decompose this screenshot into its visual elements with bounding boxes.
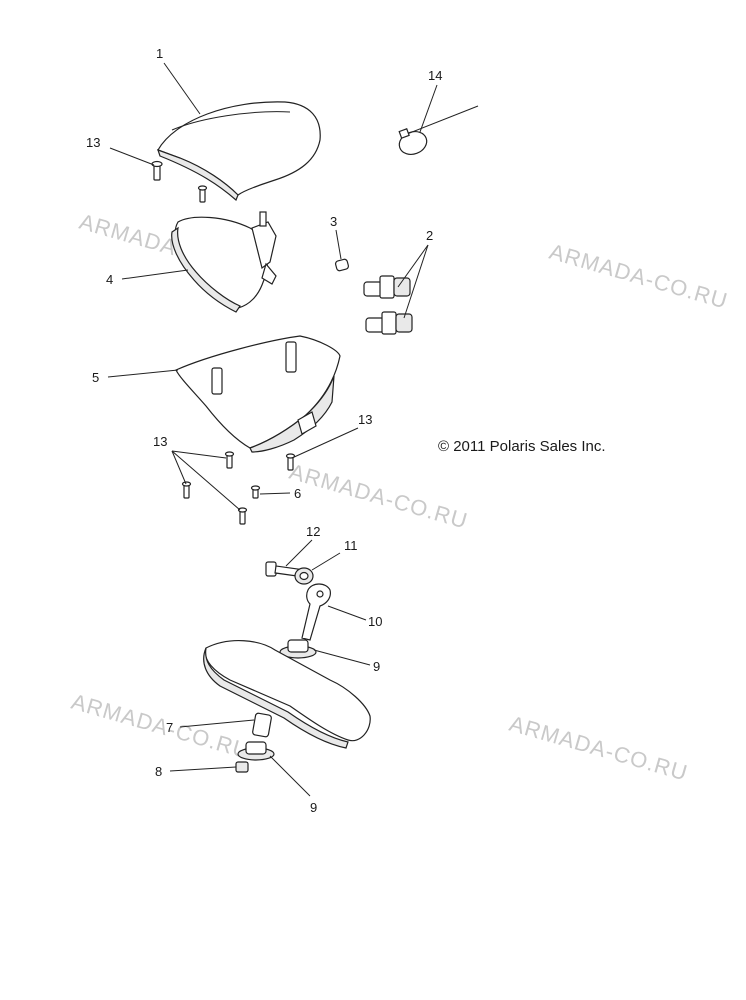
spacer-part bbox=[294, 567, 314, 585]
screw-part bbox=[224, 451, 235, 469]
watermark: ARMADA-CO.RU bbox=[69, 689, 253, 764]
callout-label: 13 bbox=[358, 412, 372, 427]
mount-bracket-part bbox=[203, 640, 371, 749]
screw-part bbox=[197, 185, 208, 203]
wire-tie-part bbox=[398, 105, 479, 155]
screw-part bbox=[151, 160, 163, 181]
watermark: ARMADA-CO.RU bbox=[287, 459, 471, 534]
sleeve-part bbox=[252, 712, 272, 738]
screw-part bbox=[181, 481, 192, 499]
callout-label: 10 bbox=[368, 614, 382, 629]
screw-part bbox=[285, 453, 296, 471]
callout-label: 4 bbox=[106, 272, 113, 287]
callout-label: 1 bbox=[156, 46, 163, 61]
headlight-bulb-part bbox=[363, 275, 411, 299]
watermark: ARMADA-CO.RU bbox=[547, 239, 731, 314]
callout-label: 9 bbox=[373, 659, 380, 674]
grommet-part bbox=[279, 639, 317, 659]
bulb-small-part bbox=[334, 258, 350, 272]
callout-label: 13 bbox=[86, 135, 100, 150]
grommet-part bbox=[237, 741, 275, 761]
callout-label: 8 bbox=[155, 764, 162, 779]
bracket-part bbox=[301, 583, 331, 641]
callout-label: 7 bbox=[166, 720, 173, 735]
leader-lines bbox=[107, 62, 438, 797]
callout-label: 9 bbox=[310, 800, 317, 815]
watermark: ARMADA-CO.RU bbox=[507, 711, 691, 786]
headlight-housing-part bbox=[171, 211, 277, 313]
callout-label: 13 bbox=[153, 434, 167, 449]
screw-part bbox=[250, 485, 261, 499]
headlight-bulb-part bbox=[365, 311, 413, 335]
copyright-notice: © 2011 Polaris Sales Inc. bbox=[438, 438, 606, 455]
callout-label: 6 bbox=[294, 486, 301, 501]
callout-label: 12 bbox=[306, 524, 320, 539]
callout-label: 2 bbox=[426, 228, 433, 243]
callout-label: 14 bbox=[428, 68, 442, 83]
callout-label: 3 bbox=[330, 214, 337, 229]
nut-part bbox=[235, 761, 249, 773]
headlight-bucket-part bbox=[175, 335, 341, 453]
callout-label: 5 bbox=[92, 370, 99, 385]
screw-part bbox=[237, 507, 248, 525]
callout-label: 11 bbox=[344, 538, 358, 553]
headlight-cover-part bbox=[157, 101, 321, 202]
